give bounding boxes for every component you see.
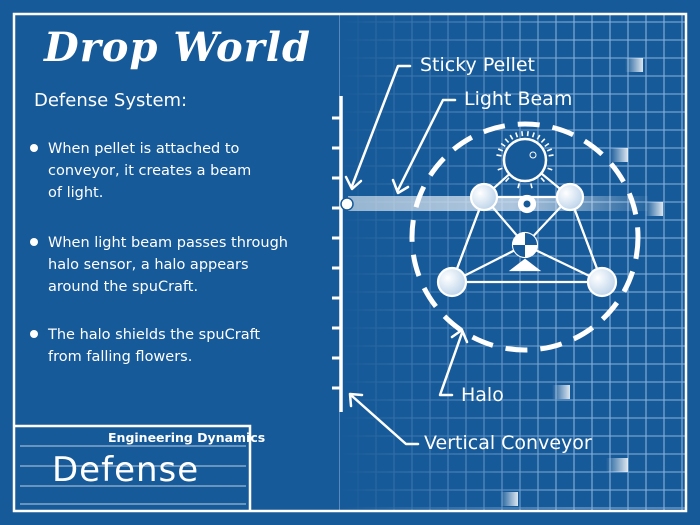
halo-ring: [409, 121, 641, 353]
bullet-dot: [30, 144, 38, 152]
bullet-line: When pellet is attached to: [48, 141, 240, 157]
page-title: Drop World: [44, 24, 311, 71]
bullet-dot: [30, 238, 38, 246]
label-light-beam: Light Beam: [464, 88, 573, 110]
bullet-item: The halo shields the spuCraft from falli…: [30, 324, 260, 368]
spucraft: [436, 131, 618, 298]
section-subtitle: Defense System:: [34, 90, 188, 111]
bullet-line: conveyor, it creates a beam: [48, 163, 252, 179]
bullet-line: around the spuCraft.: [48, 279, 199, 295]
callout-arrows: [344, 64, 469, 446]
label-halo: Halo: [461, 384, 504, 406]
grid-fade: [340, 14, 570, 511]
bullet-item: When pellet is attached to conveyor, it …: [30, 138, 251, 204]
bullet-line: halo sensor, a halo appears: [48, 257, 249, 273]
company-name: Engineering Dynamics: [108, 430, 266, 445]
label-sticky-pellet: Sticky Pellet: [420, 54, 536, 76]
title-block: [14, 424, 252, 511]
bullet-line: from falling flowers.: [48, 349, 193, 365]
glow-cells: [500, 58, 663, 506]
bullet-dot: [30, 330, 38, 338]
label-vertical-conveyor: Vertical Conveyor: [424, 432, 592, 454]
outer-border: [12, 12, 688, 513]
drawing-name: Defense: [52, 450, 200, 490]
bullet-line: of light.: [48, 185, 104, 201]
bullet-line: The halo shields the spuCraft: [48, 327, 261, 343]
bullet-item: When light beam passes through halo sens…: [30, 232, 288, 298]
sticky-pellet: [340, 197, 354, 211]
bullet-line: When light beam passes through: [48, 235, 288, 251]
vertical-conveyor: [332, 96, 343, 412]
